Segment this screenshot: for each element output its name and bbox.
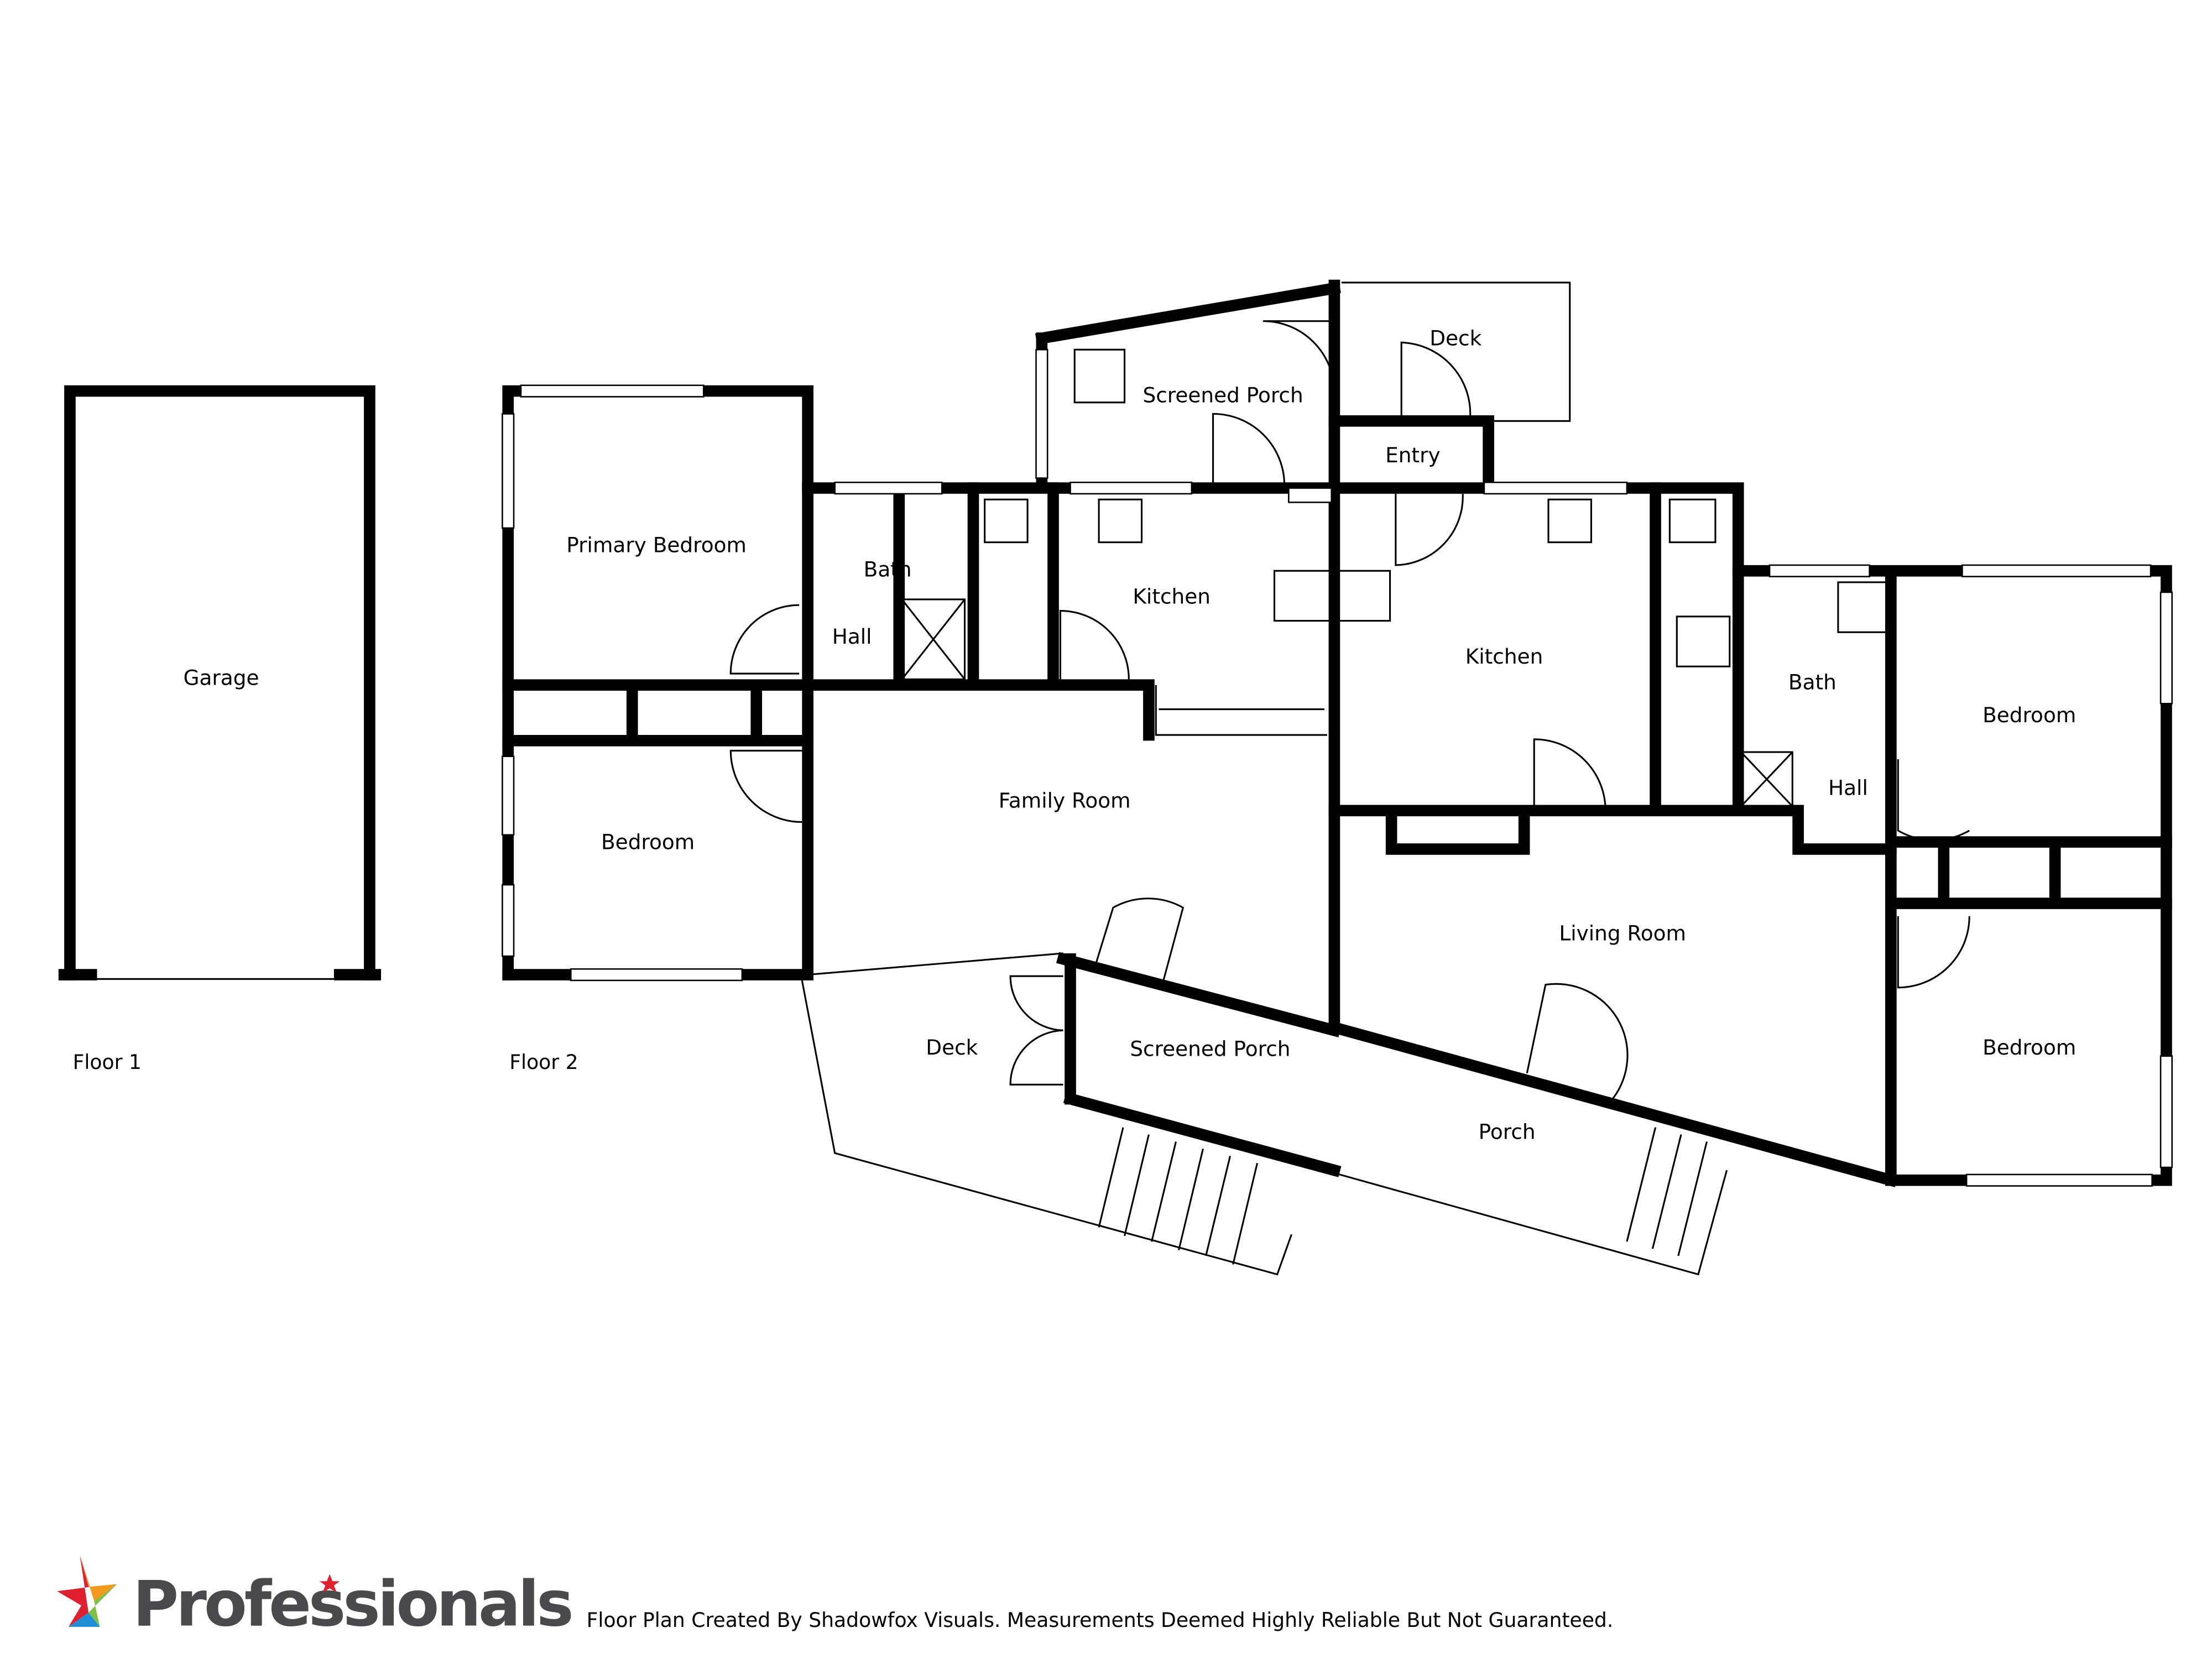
outline-lines — [502, 281, 2173, 1276]
room-label-bath-left: Bath — [864, 557, 912, 582]
room-labels: Garage Primary Bedroom Bath Hall Bedroom… — [73, 326, 2077, 1144]
room-label-entry: Entry — [1385, 443, 1441, 467]
floor2-walls — [502, 279, 2172, 1187]
room-label-primary-bedroom: Primary Bedroom — [566, 533, 747, 557]
room-label-bedroom-left: Bedroom — [601, 830, 695, 854]
room-label-bath-right: Bath — [1788, 670, 1837, 694]
room-label-hall-right: Hall — [1828, 775, 1868, 800]
room-label-hall-left: Hall — [832, 624, 872, 649]
garage-walls — [58, 385, 382, 980]
logo-star-icon — [57, 1555, 90, 1627]
disclaimer-text: Floor Plan Created By Shadowfox Visuals.… — [587, 1608, 1614, 1632]
room-label-deck-bottom: Deck — [926, 1035, 978, 1060]
room-label-bedroom-right-top: Bedroom — [1983, 703, 2076, 727]
room-label-bedroom-right-bottom: Bedroom — [1983, 1035, 2076, 1060]
room-label-screened-porch-top: Screened Porch — [1143, 383, 1303, 408]
floor-2-label: Floor 2 — [509, 1050, 578, 1074]
room-label-porch: Porch — [1479, 1119, 1536, 1144]
room-label-garage: Garage — [184, 666, 259, 690]
floor-1-label: Floor 1 — [73, 1050, 142, 1074]
logo-text: Professionals — [133, 1567, 571, 1640]
room-label-screened-porch-bottom: Screened Porch — [1130, 1037, 1290, 1061]
room-label-living-room: Living Room — [1559, 921, 1686, 946]
room-label-kitchen-right: Kitchen — [1465, 644, 1543, 669]
room-label-kitchen-left: Kitchen — [1133, 585, 1211, 609]
professionals-logo: Professionals — [57, 1555, 574, 1640]
room-label-deck-top: Deck — [1430, 326, 1481, 351]
room-label-family-room: Family Room — [999, 789, 1131, 813]
